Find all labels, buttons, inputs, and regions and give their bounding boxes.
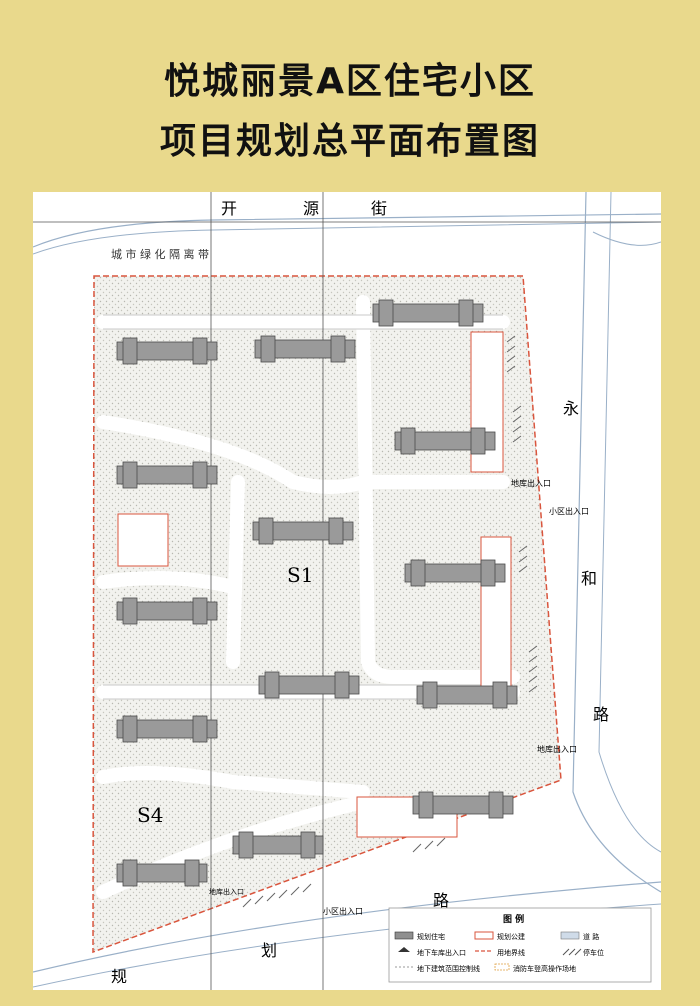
building-14 (116, 859, 208, 887)
building-1 (116, 337, 218, 365)
east-road-char-3: 路 (593, 705, 609, 724)
garage-entrance-east-1: 地库出入口 (511, 478, 551, 488)
legend-swatch-fire (494, 963, 510, 971)
legend-item-4: 地下车库出入口 (417, 948, 466, 957)
legend-item-2: 规划公建 (497, 932, 525, 941)
legend-swatch-parking (562, 948, 582, 956)
garage-entrance-south: 地库出入口 (209, 887, 244, 896)
south-road-char-2: 划 (261, 941, 277, 960)
building-10 (416, 681, 518, 709)
green-belt-label: 城 市 绿 化 隔 离 带 (111, 247, 209, 261)
building-9 (258, 671, 360, 699)
parking-stalls (242, 335, 538, 908)
legend: 图 例 规划住宅 规划公建 道 路 地下车库出入口 用地界线 停车位 地下建筑范… (388, 907, 652, 983)
building-7 (116, 597, 218, 625)
residential-buildings (116, 299, 518, 887)
legend-item-5: 用地界线 (497, 948, 525, 957)
legend-item-6: 停车位 (583, 948, 604, 957)
building-3 (372, 299, 484, 327)
legend-swatch-housing (394, 931, 414, 940)
east-road-char-2: 和 (581, 569, 597, 588)
zone-s1-label: S1 (287, 563, 313, 587)
community-entrance-south: 小区出入口 (323, 906, 363, 916)
legend-item-8: 消防车登高操作场地 (513, 964, 576, 973)
south-road-char-1: 路 (433, 891, 449, 910)
north-road-char-1: 开 (221, 199, 237, 218)
legend-swatch-garage-entrance (398, 947, 410, 952)
legend-item-1: 规划住宅 (417, 932, 445, 941)
building-6 (252, 517, 354, 545)
south-road-char-3: 规 (111, 967, 127, 986)
site-plan: 开 源 街 城 市 绿 化 隔 离 带 永 和 路 路 划 规 S1 S4 小区… (32, 191, 662, 990)
legend-swatch-road (560, 931, 580, 940)
east-road-edge (572, 191, 662, 893)
community-entrance-east: 小区出入口 (549, 506, 589, 516)
plan-title-line1: 悦城丽景A区住宅小区 (164, 61, 536, 102)
plan-title-line2: 项目规划总平面布置图 (159, 121, 540, 162)
east-road-char-1: 永 (563, 399, 579, 418)
building-8 (404, 559, 506, 587)
garage-entrance-east-2: 地库出入口 (537, 744, 577, 754)
legend-title: 图 例 (503, 913, 524, 925)
building-5 (394, 427, 496, 455)
north-road-char-3: 街 (371, 199, 387, 218)
building-12 (412, 791, 514, 819)
north-road-edge (32, 213, 662, 248)
legend-swatch-public (474, 931, 494, 940)
legend-item-3: 道 路 (583, 932, 599, 941)
zone-s4-label: S4 (137, 803, 163, 827)
building-2 (254, 335, 356, 363)
building-11 (116, 715, 218, 743)
grid-lines (33, 192, 661, 990)
public-building (117, 513, 169, 567)
building-4 (116, 461, 218, 489)
building-13 (232, 831, 324, 859)
south-road-edge (32, 881, 662, 973)
legend-item-7: 地下建筑范围控制线 (417, 964, 480, 973)
north-road-char-2: 源 (303, 199, 319, 218)
